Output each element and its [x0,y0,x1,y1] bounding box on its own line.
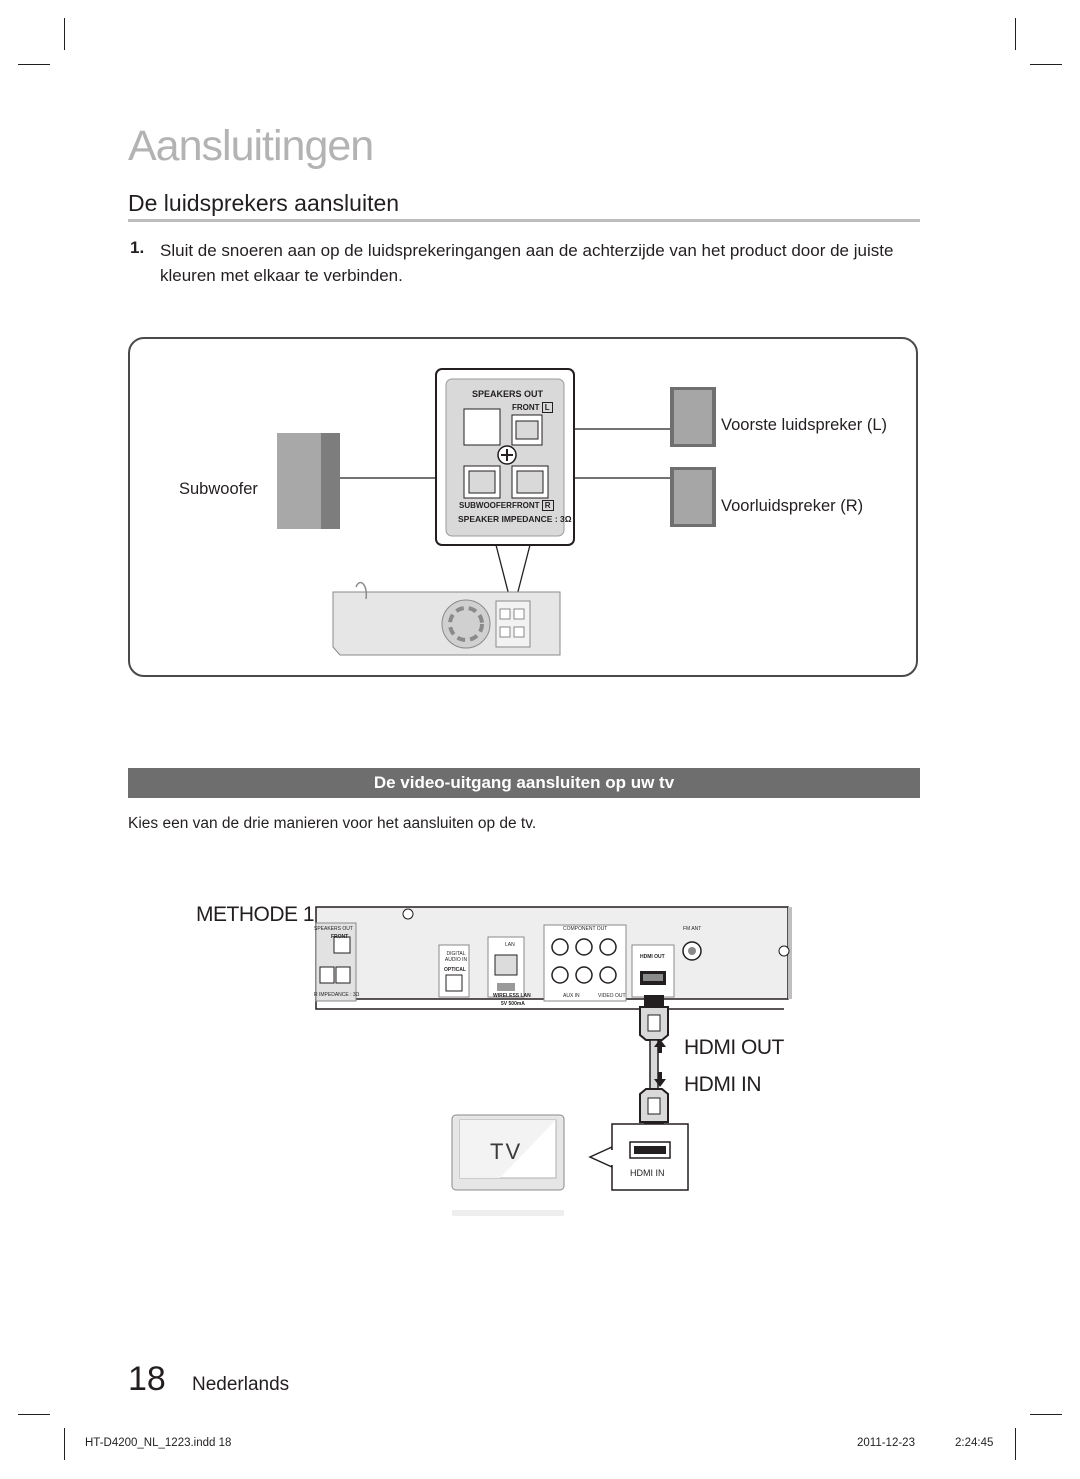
rear-digital-audio-in-label: DIGITAL AUDIO IN [444,951,468,963]
front-left-speaker-label: Voorste luidspreker (L) [721,416,887,434]
rear-lan-label: LAN [505,942,515,948]
front-label: FRONT [512,501,540,510]
rear-video-out-label: VIDEO OUT [598,993,626,999]
crop-mark [1030,1414,1062,1415]
tv-label: TV [490,1139,523,1164]
rear-optical-label: OPTICAL [444,967,466,973]
footer-time: 2:24:45 [955,1437,994,1449]
section-title: De luidsprekers aansluiten [128,190,400,216]
front-l-terminal-label: FRONT L [512,402,553,413]
rear-hdmi-out-label: HDMI OUT [640,954,665,960]
page-language: Nederlands [192,1374,290,1395]
rear-component-out-label: COMPONENT OUT [563,926,608,932]
crop-mark [1030,64,1062,65]
chapter-title: Aansluitingen [128,122,374,170]
crop-mark [1015,1428,1016,1460]
front-label: FRONT [512,403,540,412]
crop-mark [64,1428,65,1460]
rear-fm-ant-label: FM ANT [683,926,702,932]
subheading-bar: De video-uitgang aansluiten op uw tv [128,768,920,798]
subwoofer-label: Subwoofer [179,480,258,498]
crop-mark [64,18,65,50]
page-number: 18 [128,1360,166,1398]
rear-wireless-lan-label: WIRELESS LAN [493,993,531,999]
footer-filename: HT-D4200_NL_1223.indd 18 [85,1437,232,1449]
hdmi-in-label: HDMI IN [684,1073,762,1096]
tv-hdmi-in-port-label: HDMI IN [630,1168,665,1178]
step-text: Sluit de snoeren aan op de luidsprekerin… [160,241,894,285]
speaker-diagram-frame [128,337,918,677]
method-label: METHODE 1 [196,903,315,926]
subwoofer-terminal-label: SUBWOOFER [459,501,512,510]
crop-mark [18,1414,50,1415]
front-right-speaker-label: Voorluidspreker (R) [721,497,864,515]
rear-panel-illustration [315,906,792,1010]
rear-impedance-label: R IMPEDANCE : 3Ω [314,992,360,998]
crop-mark [18,64,50,65]
section-divider [128,219,920,222]
front-l-side: L [541,402,553,413]
hdmi-cable-illustration [451,995,689,1216]
front-r-side: R [541,500,554,511]
front-r-terminal-label: FRONT R [512,500,554,511]
rear-wireless-power-label: 5V 500mA [501,1001,525,1007]
rear-aux-in-label: AUX IN [563,993,580,999]
rear-speakers-out-label: SPEAKERS OUT [314,926,353,932]
intro-text: Kies een van de drie manieren voor het a… [128,815,537,832]
footer-date: 2011-12-23 [857,1437,915,1449]
crop-mark [1015,18,1016,50]
hdmi-out-label: HDMI OUT [684,1036,784,1059]
rear-front-label: FRONT [331,934,349,940]
speaker-connection-diagram [277,368,716,656]
speakers-out-title: SPEAKERS OUT [472,389,544,399]
impedance-label: SPEAKER IMPEDANCE : 3Ω [458,514,572,524]
step-number: 1. [130,238,145,257]
